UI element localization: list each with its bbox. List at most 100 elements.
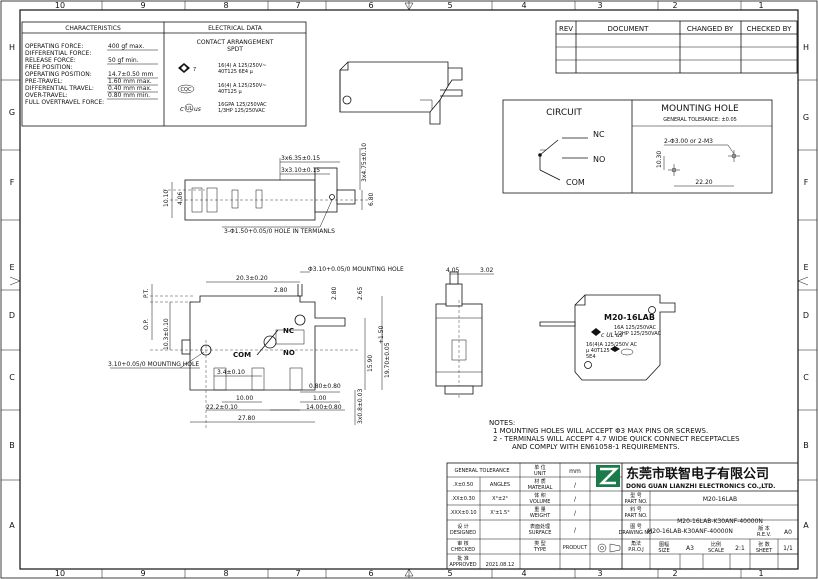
row-right-E: E: [803, 263, 808, 272]
tb-type-cn: 类 型: [534, 540, 546, 547]
tb-rev-en: R.E.V.: [757, 532, 771, 538]
vde-cert-icon: 7: [178, 63, 196, 73]
electrical-header: ELECTRICAL DATA: [208, 25, 263, 32]
front-op: O.P.: [143, 319, 150, 330]
tb-drawing-en: DRAWING NO.: [619, 530, 654, 536]
tb-tol-2b: X'±1.5°: [490, 510, 510, 516]
mounting-tolerance: GENERAL TOLERANCE: ±0.05: [663, 117, 737, 123]
char-label-7: OVER-TRAVEL:: [25, 92, 68, 99]
revision-table: REV DOCUMENT CHANGED BY CHECKED BY: [555, 20, 798, 74]
col-top-6: 6: [368, 1, 373, 10]
col-top-10: 10: [55, 1, 65, 10]
tb-approved-en: APPROVED: [449, 562, 476, 568]
iso-rating-a2: 1/2HP 125/250VAC: [614, 331, 662, 337]
col-top-4: 4: [521, 1, 526, 10]
tb-weight-val: /: [574, 510, 577, 517]
notes-title: NOTES:: [489, 419, 515, 427]
tb-rev-val: A0: [784, 529, 792, 536]
tb-partno-en: PART NO.: [625, 513, 648, 519]
circuit-diagram: NC NO COM: [538, 130, 605, 187]
tb-designed-cn: 设 计: [457, 523, 469, 530]
center-mark-left: [9, 276, 21, 286]
char-value-7: 0.80 mm min.: [108, 92, 150, 99]
char-label-4: OPERATING POSITION:: [25, 71, 92, 78]
ul-cert-icon: c UL us: [180, 103, 201, 113]
top-dim-10.10: 10.10: [163, 190, 170, 207]
row-left-F: F: [10, 178, 15, 187]
front-dim-2.80a: 2.80: [274, 287, 288, 294]
rating-1-line1: 16(4) A 125/250V~: [218, 83, 266, 89]
tb-weight-en: WEIGHT: [530, 513, 551, 519]
tb-tol-1b: X°±2°: [492, 496, 508, 502]
row-left-B: B: [9, 441, 15, 450]
tb-drawing-val: M20-16LAB-K30ANF-40000N: [647, 528, 733, 535]
col-bot-4: 4: [521, 569, 526, 578]
char-value-2: 50 gf min.: [108, 57, 139, 64]
tb-partno-val: M20-16LAB-K30ANF-40000N: [677, 518, 763, 525]
tb-unit-val: mm: [569, 468, 581, 475]
col-bot-3: 3: [597, 569, 602, 578]
tb-tol-1a: .XX±0.30: [451, 496, 475, 502]
char-label-0: OPERATING FORCE:: [25, 43, 83, 50]
tb-volume-cn: 体 积: [534, 492, 546, 499]
row-right-C: C: [803, 373, 809, 382]
tb-tol-0a: .X±0.50: [453, 482, 473, 488]
rating-2-line2: 1/3HP 125/250VAC: [218, 108, 266, 114]
iso-rating-b1: 16(4)A 125/250V AC: [586, 342, 638, 348]
tb-sheet-en: SHEET: [756, 548, 773, 554]
front-dim-2.65: 2.65: [357, 286, 364, 300]
side-dim-3.02: 3.02: [480, 267, 494, 274]
front-dim-3x0.8: 3x0.8±0.03: [357, 389, 364, 424]
mounting-dim-h: 22.20: [695, 179, 712, 186]
row-labels: H G F E D C B A H G F E D C B A: [1, 43, 817, 530]
top-dim-6.35: 3x6.35±0.15: [281, 155, 320, 162]
iso-rating-b2: μ 40T125: [586, 348, 610, 354]
svg-text:us: us: [194, 106, 201, 113]
tb-sheet-val: 1/1: [783, 545, 793, 552]
row-left-H: H: [9, 43, 15, 52]
col-bot-9: 9: [140, 569, 145, 578]
mounting-holes-label: 2-Φ3.00 or 2-M3: [664, 138, 713, 145]
rev-header: REV: [559, 25, 573, 33]
char-value-6: 0.40 mm max.: [108, 85, 152, 92]
tb-volume-en: VOLUME: [530, 499, 551, 505]
tb-approved-cn: 批 准: [457, 555, 469, 562]
top-hole-note: 3-Φ1.50+0.05/0 HOLE IN TERMIANLS: [224, 228, 335, 235]
top-view: 3x6.35±0.15 3x3.10±0.15 3x4.75±0.10 10.1…: [163, 143, 375, 235]
tb-volume-val: /: [574, 496, 577, 503]
tb-checked-cn: 审 核: [457, 540, 469, 547]
tb-surface-en: SURFACE: [529, 530, 552, 536]
iso-rating-a1: 16A 125/250VAC: [614, 325, 657, 331]
circuit-mounting-box: CIRCUIT NC NO COM MOUNTING HOLE GENERAL …: [502, 99, 773, 194]
svg-text:CQC: CQC: [181, 87, 192, 93]
checked-by-header: CHECKED BY: [747, 25, 793, 33]
row-left-C: C: [9, 373, 15, 382]
char-label-2: RELEASE FORCE:: [25, 57, 76, 64]
company-logo-icon: [596, 465, 620, 487]
top-dim-6.80: 6.80: [368, 192, 375, 206]
contact-spdt: SPDT: [227, 46, 243, 53]
col-top-9: 9: [140, 1, 145, 10]
note-1: 1 MOUNTING HOLES WILL ACCEPT Φ3 MAX PINS…: [493, 427, 708, 435]
circuit-nc: NC: [593, 130, 605, 139]
front-dim-22.2: 22.2±0.10: [206, 404, 238, 411]
col-bot-10: 10: [55, 569, 65, 578]
iso-rating-b3: 5E4: [586, 354, 596, 360]
col-bot-2: 2: [672, 569, 677, 578]
col-top-3: 3: [597, 1, 602, 10]
mounting-title: MOUNTING HOLE: [661, 104, 739, 114]
electrical-data: CONTACT ARRANGEMENT SPDT 7 16(4) A 125/2…: [177, 39, 274, 114]
front-com-label: COM: [233, 351, 251, 359]
front-dim-2.80b: 2.80: [331, 286, 338, 300]
characteristics-table: CHARACTERISTICS ELECTRICAL DATA: [21, 21, 307, 127]
col-top-5: 5: [447, 1, 452, 10]
tb-checked-en: CHECKED: [451, 547, 475, 553]
svg-text:c: c: [180, 105, 184, 113]
char-label-8: FULL OVERTRAVEL FORCE:: [25, 99, 104, 106]
iso-model: M20-16LAB: [604, 313, 655, 322]
iso-ul-icon: c UL us: [601, 332, 623, 339]
characteristics-header: CHARACTERISTICS: [65, 25, 121, 32]
contact-arrangement: CONTACT ARRANGEMENT: [197, 39, 274, 46]
row-right-A: A: [803, 521, 809, 530]
